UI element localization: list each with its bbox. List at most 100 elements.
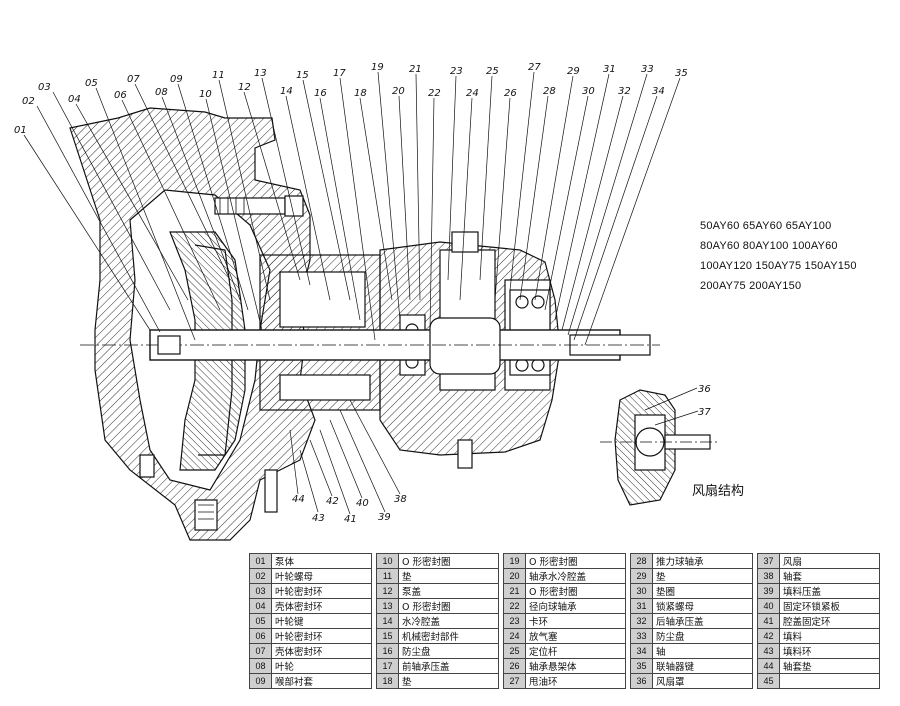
callout-part-19: 19 [371,62,384,73]
callout-part-28: 28 [543,86,556,97]
model-line: 50AY60 65AY60 65AY100 [700,220,832,232]
part-number: 40 [757,598,780,614]
part-name: 定位杆 [525,643,626,659]
callout-part-17: 17 [333,68,346,79]
part-number: 32 [630,613,653,629]
callout-part-04: 04 [68,94,81,105]
part-name: 卡环 [525,613,626,629]
model-line: 200AY75 200AY150 [700,280,802,292]
callout-part-10: 10 [199,89,212,100]
part-name: 放气塞 [525,628,626,644]
part-name: 径向球轴承 [525,598,626,614]
part-name: O 形密封圈 [398,598,499,614]
callout-part-24: 24 [466,88,479,99]
part-name: 壳体密封环 [271,598,372,614]
part-name: 垫 [652,568,753,584]
callout-part-12: 12 [238,82,251,93]
callout-part-41: 41 [344,514,357,525]
part-number: 41 [757,613,780,629]
part-number: 04 [249,598,272,614]
model-line: 80AY60 80AY100 100AY60 [700,240,838,252]
part-number: 19 [503,553,526,569]
part-name: 甩油环 [525,673,626,689]
callout-part-08: 08 [155,87,168,98]
part-number: 28 [630,553,653,569]
part-number: 42 [757,628,780,644]
callout-part-22: 22 [428,88,441,99]
part-number: 13 [376,598,399,614]
part-number: 03 [249,583,272,599]
part-name: 联轴器键 [652,658,753,674]
part-number: 05 [249,613,272,629]
part-number: 15 [376,628,399,644]
part-number: 22 [503,598,526,614]
callout-part-07: 07 [127,74,140,85]
part-name: 壳体密封环 [271,643,372,659]
part-number: 31 [630,598,653,614]
part-number: 08 [249,658,272,674]
part-name: 轴套 [779,568,880,584]
callout-part-40: 40 [356,498,369,509]
part-number: 10 [376,553,399,569]
part-name: 风扇 [779,553,880,569]
part-number: 39 [757,583,780,599]
callout-part-30: 30 [582,86,595,97]
part-name: 垫圈 [652,583,753,599]
part-name: 填料压盖 [779,583,880,599]
callout-part-05: 05 [85,78,98,89]
part-name: 防尘盘 [652,628,753,644]
callout-part-02: 02 [22,96,35,107]
callout-part-33: 33 [641,64,654,75]
part-name: 泵盖 [398,583,499,599]
part-name: 机械密封部件 [398,628,499,644]
part-name: 锁紧螺母 [652,598,753,614]
part-number: 01 [249,553,272,569]
part-name: 水冷腔盖 [398,613,499,629]
part-name: 后轴承压盖 [652,613,753,629]
part-number: 20 [503,568,526,584]
part-number: 14 [376,613,399,629]
callout-part-38: 38 [394,494,407,505]
part-number: 24 [503,628,526,644]
part-number: 18 [376,673,399,689]
part-name [779,673,880,689]
part-number: 34 [630,643,653,659]
part-name: 腔盖固定环 [779,613,880,629]
part-name: 填料环 [779,643,880,659]
part-number: 33 [630,628,653,644]
part-number: 44 [757,658,780,674]
callout-part-14: 14 [280,86,293,97]
part-name: 喉部衬套 [271,673,372,689]
part-number: 09 [249,673,272,689]
part-name: 前轴承压盖 [398,658,499,674]
part-number: 12 [376,583,399,599]
callout-part-42: 42 [326,496,339,507]
callout-part-26: 26 [504,88,517,99]
part-name: O 形密封圈 [525,553,626,569]
part-number: 38 [757,568,780,584]
part-number: 30 [630,583,653,599]
callout-part-20: 20 [392,86,405,97]
callout-part-25: 25 [486,66,499,77]
part-name: 叶轮 [271,658,372,674]
part-number: 29 [630,568,653,584]
part-name: 叶轮键 [271,613,372,629]
part-name: 轴套垫 [779,658,880,674]
part-number: 26 [503,658,526,674]
part-name: 垫 [398,673,499,689]
part-name: 推力球轴承 [652,553,753,569]
part-number: 25 [503,643,526,659]
fan-structure-caption: 风扇结构 [692,484,745,499]
callout-part-44: 44 [292,494,305,505]
part-number: 11 [376,568,399,584]
callout-part-16: 16 [314,88,327,99]
